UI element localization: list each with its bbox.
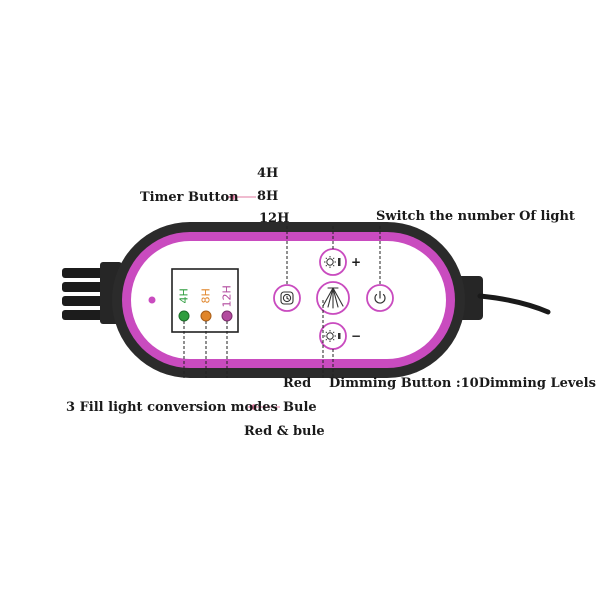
indicator-label-4h: 4H: [177, 288, 191, 304]
sun-down-icon: [324, 330, 341, 342]
power-icon: [374, 290, 386, 304]
indicator-label-12h: 12H: [220, 285, 234, 308]
indicator-box: [171, 268, 239, 333]
dimming-label: Dimming Button :10Dimming Levels: [329, 376, 596, 391]
minus-symbol: −: [351, 329, 362, 343]
timer-button-label: Timer Button: [140, 190, 239, 205]
switch-light-label: Switch the number Of light: [376, 209, 575, 224]
mode-blue-label: Bule: [283, 400, 317, 415]
right-cable: [455, 276, 551, 320]
indicator-led-green: [178, 310, 190, 322]
timer-value-4h: 4H: [257, 166, 279, 181]
fill-modes-label: 3 Fill light conversion modes: [66, 400, 278, 415]
indicator-label-8h: 8H: [199, 288, 213, 304]
plus-symbol: +: [351, 255, 362, 269]
status-led: [148, 296, 156, 304]
left-cable: [62, 262, 122, 324]
timer-icon: [280, 291, 294, 305]
indicator-led-purple: [221, 310, 233, 322]
mode-red-label: Red: [283, 376, 312, 391]
pointer-arrows: [227, 193, 280, 411]
light-mode-icon: [322, 287, 344, 309]
indicator-led-orange: [200, 310, 212, 322]
sun-up-icon: [324, 256, 341, 268]
mode-red-blue-label: Red & bule: [244, 424, 325, 439]
leader-lines: [183, 226, 381, 378]
timer-value-8h: 8H: [257, 189, 279, 204]
timer-value-12h: 12H: [259, 211, 290, 226]
